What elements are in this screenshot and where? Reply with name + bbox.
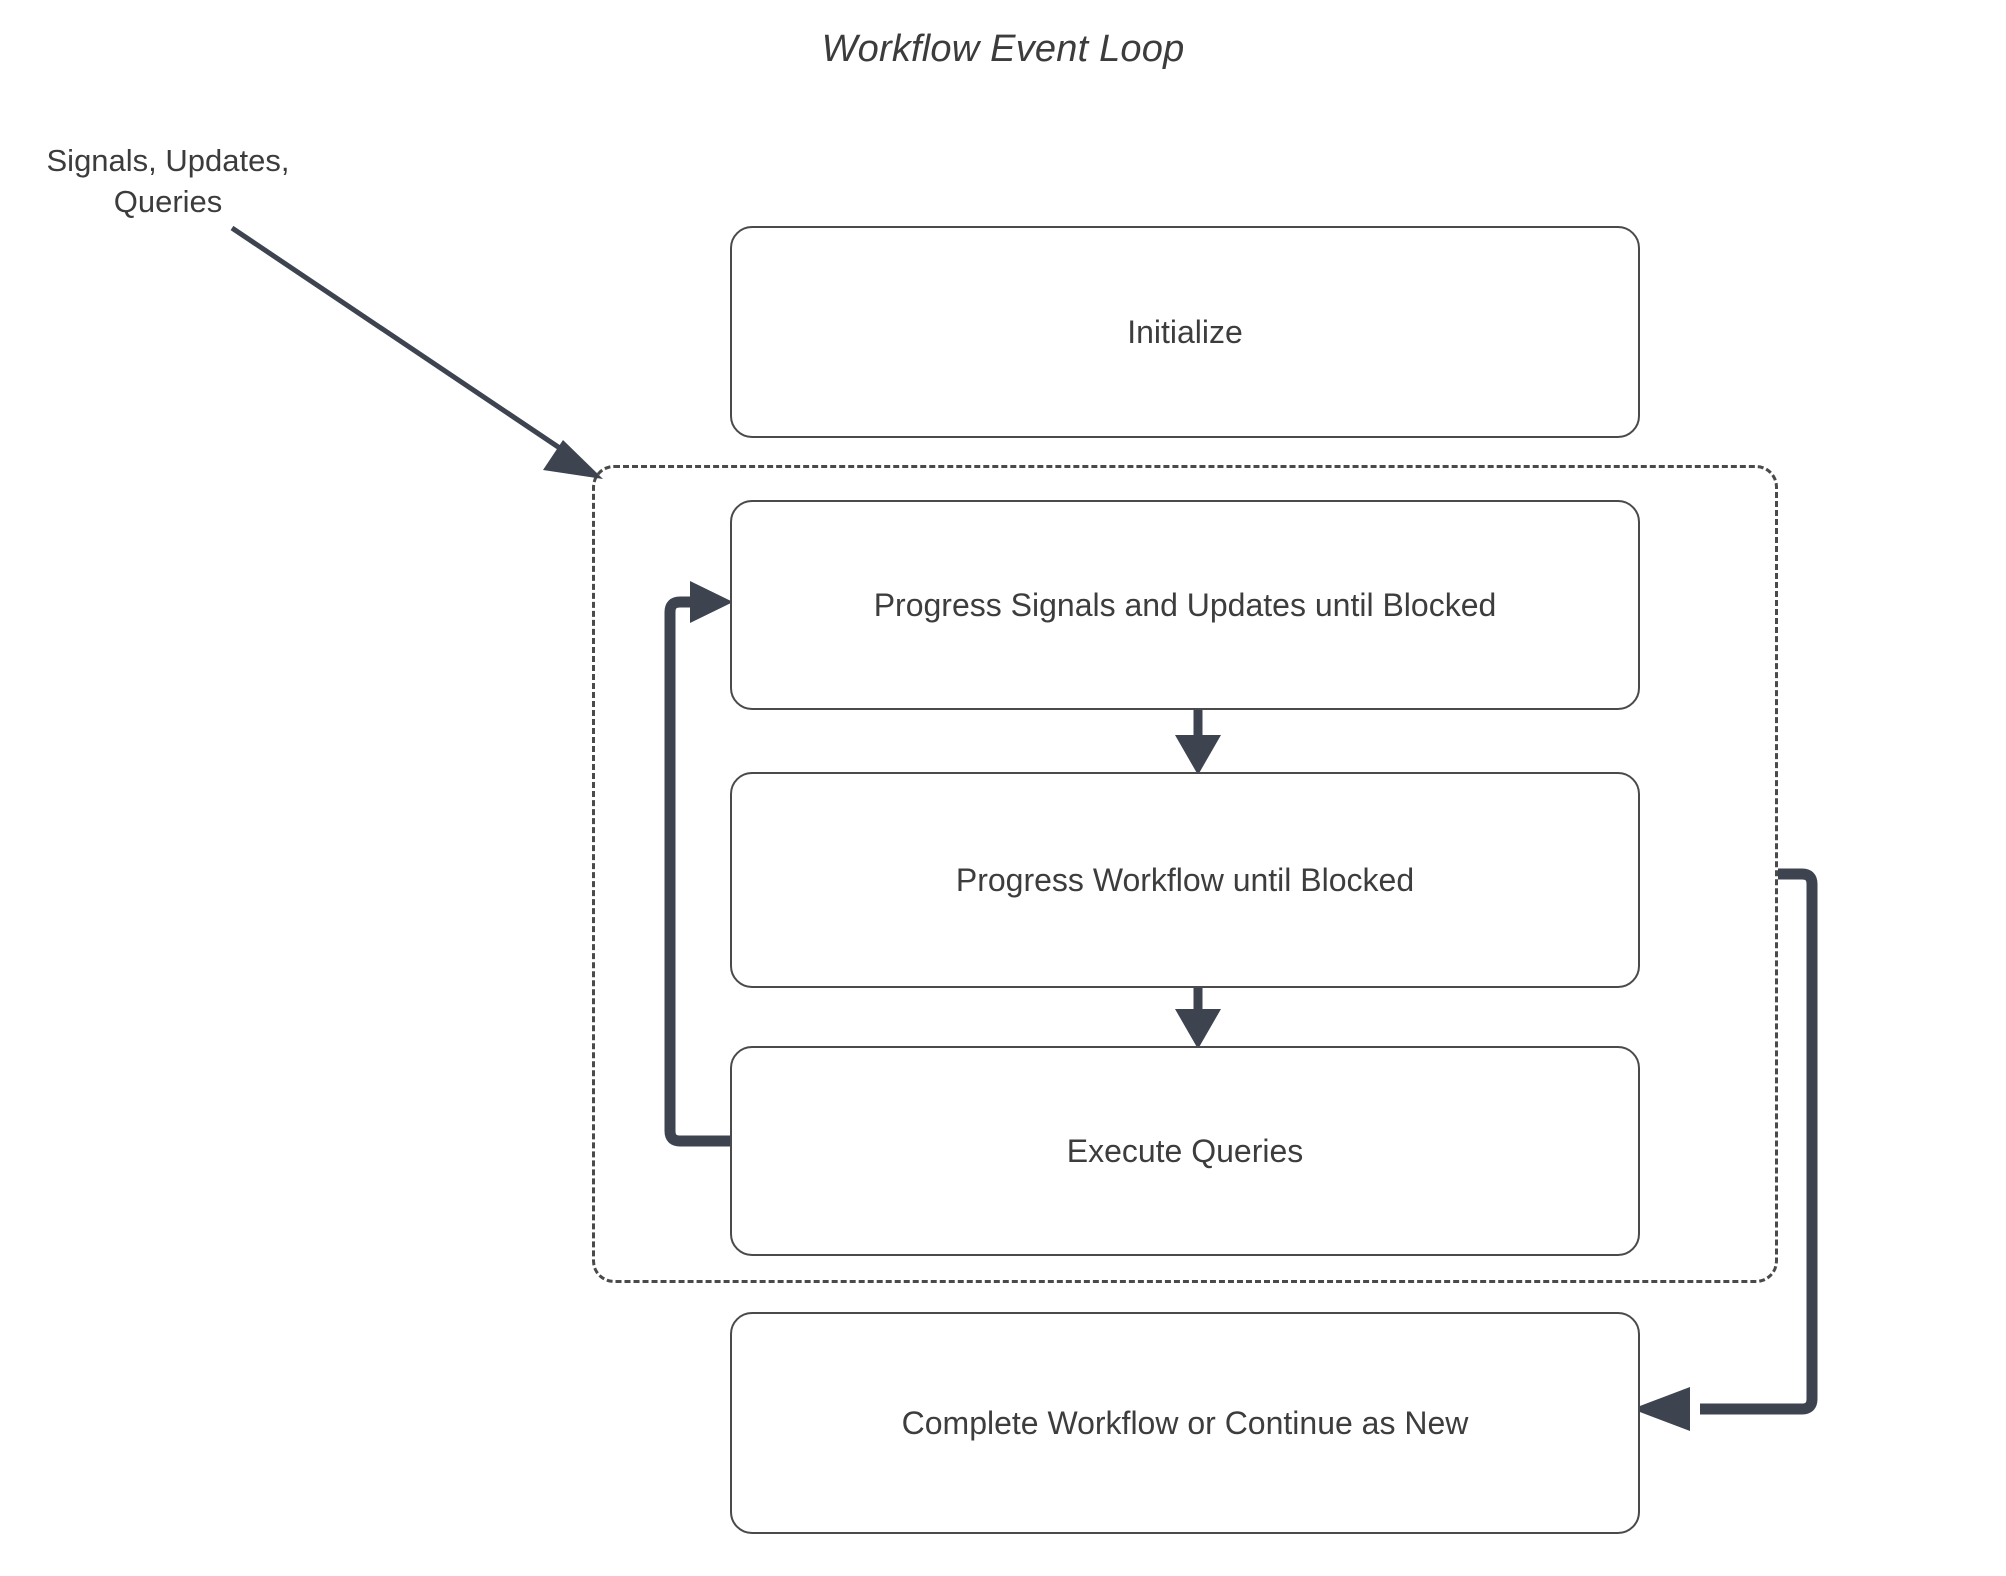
- node-progress-signals[interactable]: Progress Signals and Updates until Block…: [730, 500, 1640, 710]
- external-input-label: Signals, Updates, Queries: [18, 140, 318, 222]
- external-input-label-line-2: Queries: [113, 184, 223, 220]
- node-complete-workflow-label: Complete Workflow or Continue as New: [901, 1404, 1469, 1441]
- node-progress-signals-label: Progress Signals and Updates until Block…: [873, 586, 1497, 623]
- external-input-label-line-1: Signals, Updates,: [46, 143, 290, 178]
- node-execute-queries[interactable]: Execute Queries: [730, 1046, 1640, 1256]
- node-progress-workflow[interactable]: Progress Workflow until Blocked: [730, 772, 1640, 988]
- node-initialize[interactable]: Initialize: [730, 226, 1640, 438]
- node-execute-queries-label: Execute Queries: [1066, 1132, 1304, 1169]
- node-initialize-label: Initialize: [1127, 313, 1243, 350]
- arrowhead-external-to-loop: [543, 440, 603, 479]
- edge-external-to-loop: [230, 225, 603, 479]
- arrowhead-loop-to-complete: [1632, 1387, 1690, 1431]
- node-complete-workflow[interactable]: Complete Workflow or Continue as New: [730, 1312, 1640, 1534]
- node-progress-workflow-label: Progress Workflow until Blocked: [955, 861, 1415, 898]
- page-title: Workflow Event Loop: [821, 28, 1185, 70]
